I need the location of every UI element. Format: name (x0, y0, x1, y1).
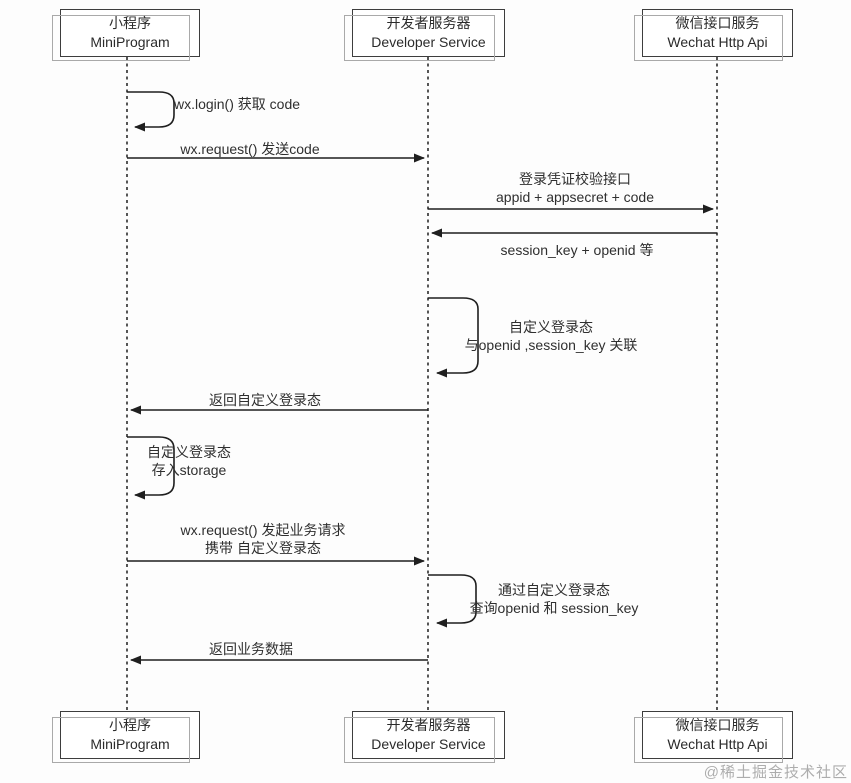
participant-name-zh: 小程序 (109, 717, 151, 733)
participant-name-en: Wechat Http Api (667, 34, 768, 50)
participant-name-en: Wechat Http Api (667, 736, 768, 752)
participant-name-zh: 开发者服务器 (386, 15, 471, 31)
participant-box-developer-service-top: 开发者服务器 Developer Service (344, 9, 505, 61)
message-label-wx-login: wx.login() 获取 code (173, 96, 301, 112)
participant-name-zh: 小程序 (109, 15, 151, 31)
message-label-return-login-state: 返回自定义登录态 (209, 392, 321, 408)
self-loop-query-openid (428, 574, 477, 628)
self-loop-wx-login (127, 91, 175, 132)
message-label-return-business-data: 返回业务数据 (209, 641, 293, 657)
self-loop-store-storage (127, 436, 175, 500)
participant-name-en: Developer Service (371, 34, 486, 50)
message-label-code2session: 登录凭证校验接口 appid + appsecret + code (495, 171, 655, 205)
self-loop-custom-login-state (428, 297, 479, 378)
participant-name-zh: 开发者服务器 (386, 717, 471, 733)
participant-name-en: MiniProgram (90, 34, 170, 50)
watermark: @稀土掘金技术社区 (703, 764, 848, 781)
message-label-session-key: session_key + openid 等 (500, 242, 654, 258)
participant-box-wechat-http-api-bottom: 微信接口服务 Wechat Http Api (634, 711, 793, 763)
participant-name-zh: 微信接口服务 (675, 15, 760, 31)
participant-box-wechat-http-api-top: 微信接口服务 Wechat Http Api (634, 9, 793, 61)
message-label-send-code: wx.request() 发送code (180, 141, 320, 157)
participant-name-zh: 微信接口服务 (675, 717, 760, 733)
participant-box-miniprogram-bottom: 小程序 MiniProgram (52, 711, 200, 763)
message-label-query-openid: 通过自定义登录态 查询openid 和 session_key (469, 582, 639, 616)
participant-box-developer-service-bottom: 开发者服务器 Developer Service (344, 711, 505, 763)
participant-name-en: Developer Service (371, 736, 486, 752)
participant-box-miniprogram-top: 小程序 MiniProgram (52, 9, 200, 61)
message-label-store-storage: 自定义登录态 存入storage (147, 444, 231, 478)
message-label-custom-login-state: 自定义登录态 与openid ,session_key 关联 (464, 319, 638, 353)
participant-name-en: MiniProgram (90, 736, 170, 752)
message-label-business-request: wx.request() 发起业务请求 携带 自定义登录态 (180, 522, 346, 556)
